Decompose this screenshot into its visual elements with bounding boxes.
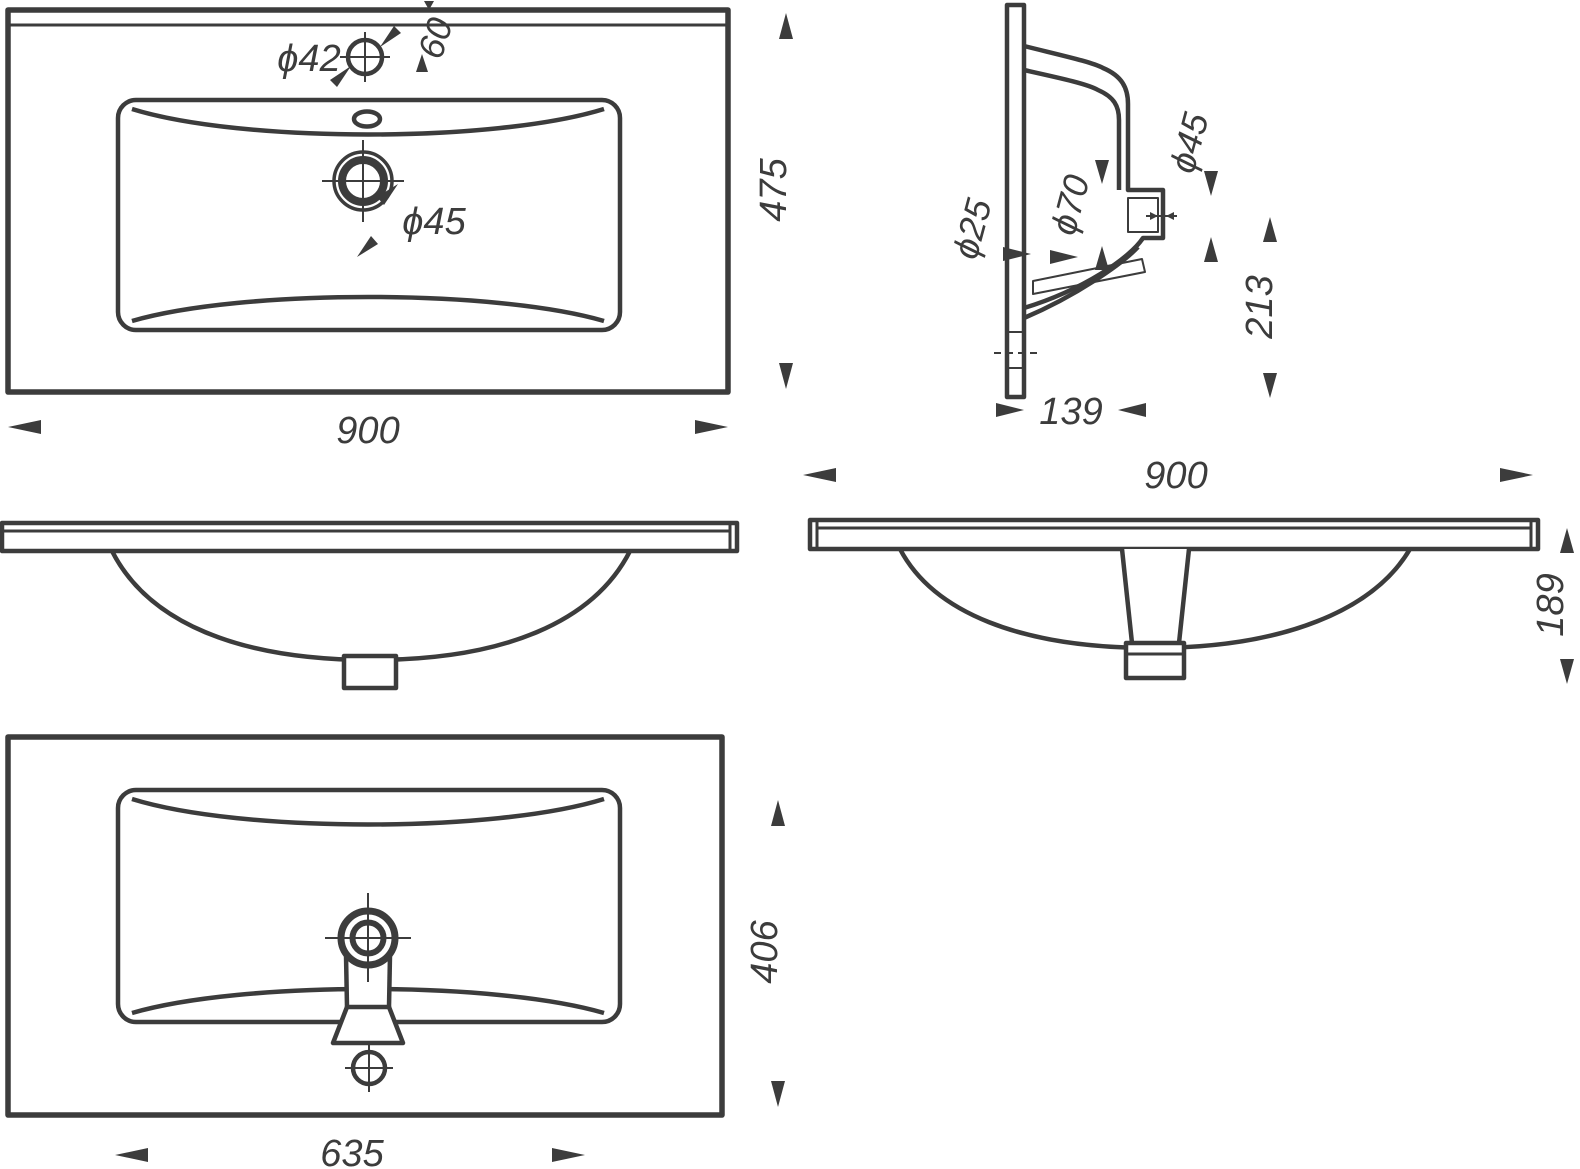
- front-view-left: [0, 520, 740, 691]
- drain-pipe: [343, 954, 350, 1008]
- front-width-label: 900: [1144, 455, 1207, 497]
- basin-front-rim-curve: [131, 106, 605, 137]
- overflow-channel: [1032, 258, 1146, 295]
- plan-view: ϕ42 60 ϕ45 900 475: [5, 1, 795, 452]
- bowl-depth-arrow-icon: [771, 1081, 785, 1107]
- section-view: ϕ25 ϕ70 ϕ45 213 139: [944, 2, 1281, 433]
- drain-outer-diameter-label: ϕ45: [1161, 108, 1216, 178]
- drain-trap: [330, 1006, 406, 1046]
- bowl-depth-label: 189: [1530, 573, 1572, 636]
- boss-center-arrow-icon: [1166, 212, 1174, 220]
- faucet-hole-diameter-label: ϕ42: [277, 38, 340, 80]
- front-view-right: 900 189: [803, 455, 1574, 684]
- drain70-dim-arrow-icon: [1095, 246, 1109, 270]
- height213-dim-arrow-icon: [1263, 217, 1277, 242]
- drain70-dim-arrow-icon: [1095, 160, 1109, 184]
- drain-leader-arrow-icon: [377, 184, 398, 205]
- bowl-depth-arrow-icon: [1560, 659, 1574, 684]
- basin-bottom-inner: [1023, 245, 1140, 321]
- drain-leader-arrow-icon: [357, 236, 378, 257]
- bottom-view: 406 635: [5, 734, 786, 1169]
- basin-back-rim-curve: [131, 294, 605, 324]
- front-width-arrow-icon: [803, 468, 836, 482]
- width-dim-arrow-icon: [8, 420, 41, 434]
- offset-dim-arrow-icon: [424, 1, 434, 10]
- drain-stub: [341, 653, 399, 691]
- bowl-profile: [109, 549, 633, 663]
- overflow-slot: [351, 109, 383, 129]
- ledge-depth-label: 139: [1039, 391, 1102, 433]
- faucet-leader-arrow-icon: [330, 66, 351, 87]
- bowl-width-arrow-icon: [552, 1148, 585, 1162]
- drain-pipe: [1119, 548, 1135, 644]
- drain-pipe: [1176, 548, 1192, 644]
- basin-outline: [115, 97, 623, 333]
- plan-width-label: 900: [336, 410, 399, 452]
- drain-height-label: 213: [1239, 275, 1281, 339]
- counter-edge: [807, 517, 1541, 552]
- drain45-dim-arrow-icon: [1204, 171, 1218, 196]
- drain-leader-arrow-icon: [1050, 250, 1078, 264]
- height213-dim-arrow-icon: [1263, 373, 1277, 398]
- drain-stub: [1123, 640, 1187, 681]
- basin-wall-inner: [1023, 67, 1122, 190]
- drain45-dim-arrow-icon: [1204, 237, 1218, 262]
- overflow-diameter-label: ϕ25: [944, 194, 999, 264]
- width-dim-arrow-icon: [695, 420, 728, 434]
- faucet-leader-arrow-icon: [380, 26, 401, 47]
- drain-inner-diameter-label: ϕ70: [1042, 170, 1097, 239]
- bowl-depth-arrow-icon: [1560, 528, 1574, 553]
- depth-dim-arrow-icon: [779, 363, 793, 389]
- front-width-arrow-icon: [1500, 468, 1533, 482]
- bowl-depth-arrow-icon: [771, 800, 785, 826]
- drain-pipe: [386, 954, 393, 1008]
- basin-wall-outer: [1023, 43, 1166, 311]
- counter-slab-section: [1004, 2, 1027, 400]
- bottom-depth-label: 406: [744, 919, 786, 983]
- basin-rim-curve: [131, 796, 605, 827]
- depth139-dim-arrow-icon: [1118, 403, 1146, 417]
- depth139-dim-arrow-icon: [996, 403, 1024, 417]
- boss-center-arrow-icon: [1150, 212, 1158, 220]
- drain-diameter-label: ϕ45: [402, 201, 466, 243]
- bottom-width-label: 635: [320, 1133, 384, 1169]
- offset-dim-arrow-icon: [416, 54, 428, 72]
- overflow-leader-arrow-icon: [1003, 247, 1031, 261]
- plan-depth-label: 475: [753, 157, 795, 221]
- depth-dim-arrow-icon: [779, 13, 793, 39]
- counter-edge: [0, 520, 740, 554]
- bowl-width-arrow-icon: [115, 1148, 148, 1162]
